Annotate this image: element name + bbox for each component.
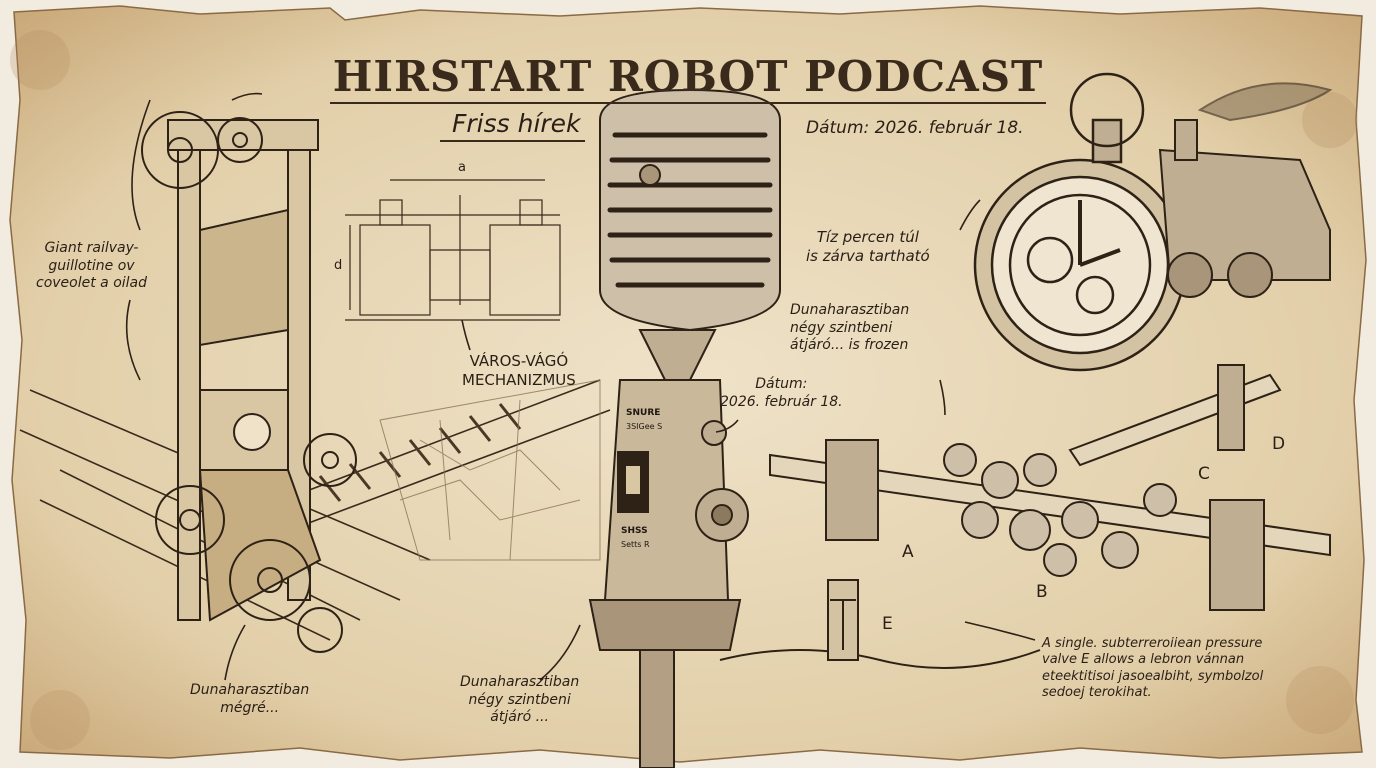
railway-crossing-barrier: [769, 364, 1331, 611]
annotation-arrows: [125, 92, 1036, 681]
bottom-left-note: Dunaharasztiban mégré...: [190, 682, 310, 716]
subtitle-underline: [440, 140, 585, 142]
coffee-stain: [10, 30, 70, 90]
technical-drawing: [345, 179, 561, 321]
header-date: Dátum: 2026. február 18.: [806, 118, 1024, 138]
valve-note: A single. subterreroiiean pressure valve…: [1042, 636, 1264, 700]
dimension-label-d: d: [334, 258, 343, 273]
microphone-plate-1: SHSS: [621, 526, 648, 536]
coffee-stain: [1286, 666, 1354, 734]
subtitle: Friss hírek: [452, 109, 581, 138]
guillotine-illustration: [167, 119, 322, 622]
microphone-illustration: [588, 88, 781, 768]
crossing-note: Dunaharasztiban négy szintbeni átjáró...…: [790, 302, 910, 353]
bottom-center-note: Dunaharasztiban négy szintbeni átjáró ..…: [460, 674, 580, 725]
gear-icon: [141, 111, 357, 653]
mechanism-caption: VÁROS-VÁGÓ MECHANIZMUS: [462, 352, 576, 389]
microphone-plate-2: Setts R: [621, 540, 650, 549]
pressure-valve-illustration: [719, 579, 1041, 669]
clock-note: Tíz percen túl is zárva tartható: [806, 228, 930, 265]
dimension-label-a: a: [458, 160, 466, 175]
gear-cluster: [943, 443, 1177, 577]
microphone-model: 3SIGee S: [626, 422, 663, 431]
coffee-stain: [1302, 92, 1358, 148]
coffee-stain: [30, 690, 90, 750]
locomotive-illustration: [1158, 82, 1333, 298]
microphone-brand: SNURE: [626, 408, 661, 418]
diagram-label-d: D: [1272, 434, 1286, 454]
diagram-label-c: C: [1198, 464, 1210, 484]
guillotine-note: Giant railvay- guillotine ov coveolet a …: [36, 240, 148, 291]
city-map-sketch: [379, 379, 601, 561]
diagram-label-e: E: [882, 614, 893, 634]
page-title: HIRSTART ROBOT PODCAST: [332, 52, 1044, 101]
diagram-label-b: B: [1036, 582, 1048, 602]
pocket-watch-illustration: [973, 72, 1187, 372]
diagram-label-a: A: [902, 542, 914, 562]
title-underline: [330, 102, 1046, 104]
microphone-date-note: Dátum: 2026. február 18.: [720, 376, 843, 410]
